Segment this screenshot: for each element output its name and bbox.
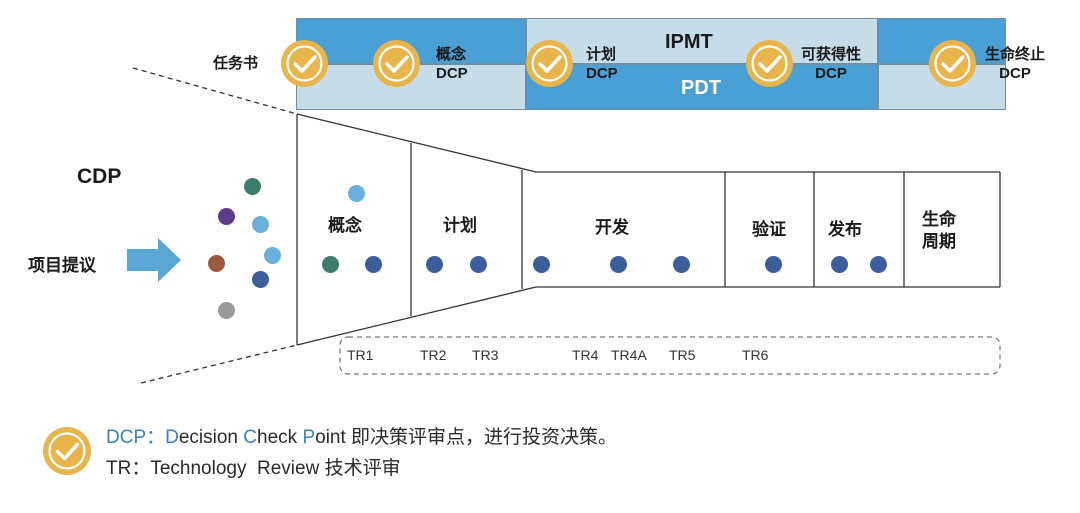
- funnel-guide-bottom: [140, 344, 298, 384]
- milestone-label-line2: DCP: [436, 65, 468, 82]
- proposal-label: 项目提议: [28, 256, 96, 275]
- tr-label: TR6: [742, 347, 769, 363]
- milestone-label-eol-dcp: 生命终止 DCP: [985, 45, 1045, 83]
- legend-dcp-word-heck: heck: [257, 427, 303, 448]
- milestone-label-line1: 任务书: [213, 55, 259, 72]
- funnel-top-edge: [296, 113, 537, 173]
- idea-dot: [252, 271, 269, 288]
- legend-dcp-word-oint: oint: [315, 427, 352, 448]
- project-dot: [533, 256, 550, 273]
- proposal-arrow: [127, 238, 181, 282]
- legend-dcp-word-ecision: ecision: [178, 427, 244, 448]
- idea-dot: [218, 208, 235, 225]
- milestone-label-availability-dcp: 可获得性 DCP: [801, 45, 861, 83]
- milestone-label-line2: DCP: [999, 65, 1031, 82]
- idea-dot: [252, 216, 269, 233]
- project-dot: [426, 256, 443, 273]
- idea-dot: [348, 185, 365, 202]
- milestone-label-line1: 计划: [586, 46, 617, 63]
- check-badge-icon: [929, 40, 976, 87]
- legend-dcp-letter-d: D: [165, 427, 179, 448]
- legend-dcp-prefix: DCP：: [106, 427, 166, 448]
- milestone-label-line1: 概念: [436, 46, 467, 63]
- milestone-label-line2: DCP: [586, 65, 618, 82]
- tr-label: TR1: [347, 347, 374, 363]
- project-dot: [870, 256, 887, 273]
- phase-label-verify: 验证: [752, 220, 786, 239]
- tr-label: TR5: [669, 347, 696, 363]
- project-dot: [470, 256, 487, 273]
- tr-label: TR3: [472, 347, 499, 363]
- legend-dcp-line: DCP：Decision Check Point 即决策评审点，进行投资决策。: [106, 422, 617, 449]
- legend-dcp-letter-p: P: [302, 427, 316, 448]
- idea-dot: [264, 247, 281, 264]
- project-dot: [365, 256, 382, 273]
- milestone-label-charter: 任务书: [213, 54, 258, 73]
- milestone-label-concept-dcp: 概念 DCP: [436, 45, 468, 83]
- project-dot: [765, 256, 782, 273]
- phase-label-release: 发布: [828, 220, 862, 239]
- project-dot: [831, 256, 848, 273]
- tr-review-box: [339, 336, 1001, 375]
- tr-label: TR2: [420, 347, 447, 363]
- phase-label-plan: 计划: [443, 216, 477, 235]
- phase-label-develop: 开发: [595, 218, 629, 237]
- phase-label-concept: 概念: [328, 216, 362, 235]
- milestone-label-line2: DCP: [815, 65, 847, 82]
- check-badge-icon: [746, 40, 793, 87]
- milestone-label-plan-dcp: 计划 DCP: [586, 45, 618, 83]
- milestone-label-line1: 可获得性: [801, 46, 862, 63]
- funnel-bottom-edge: [296, 286, 537, 346]
- legend-dcp-letter-c: C: [243, 427, 258, 448]
- project-dot: [322, 256, 339, 273]
- legend-tr-line: TR：Technology Review 技术评审: [106, 458, 401, 479]
- ipmt-label: IPMT: [665, 31, 713, 53]
- idea-dot: [244, 178, 261, 195]
- milestone-label-line1: 生命终止: [985, 46, 1046, 63]
- tr-label: TR4: [572, 347, 599, 363]
- funnel-guide-top: [132, 67, 298, 115]
- idea-dot: [218, 302, 235, 319]
- check-badge-icon: [373, 40, 420, 87]
- project-dot: [610, 256, 627, 273]
- project-dot: [673, 256, 690, 273]
- check-badge-icon: [526, 40, 573, 87]
- phase-label-lifecycle: 生命 周期: [922, 210, 956, 251]
- legend-dcp-description: 即决策评审点，进行投资决策。: [351, 427, 618, 448]
- band-mid-top: [526, 18, 878, 64]
- cdp-label: CDP: [77, 165, 122, 188]
- tr-label: TR4A: [611, 347, 647, 363]
- legend-check-badge-icon: [43, 427, 91, 475]
- idea-dot: [208, 255, 225, 272]
- check-badge-icon: [281, 40, 328, 87]
- band-mid-bottom: [526, 64, 878, 110]
- pdt-label: PDT: [681, 77, 721, 99]
